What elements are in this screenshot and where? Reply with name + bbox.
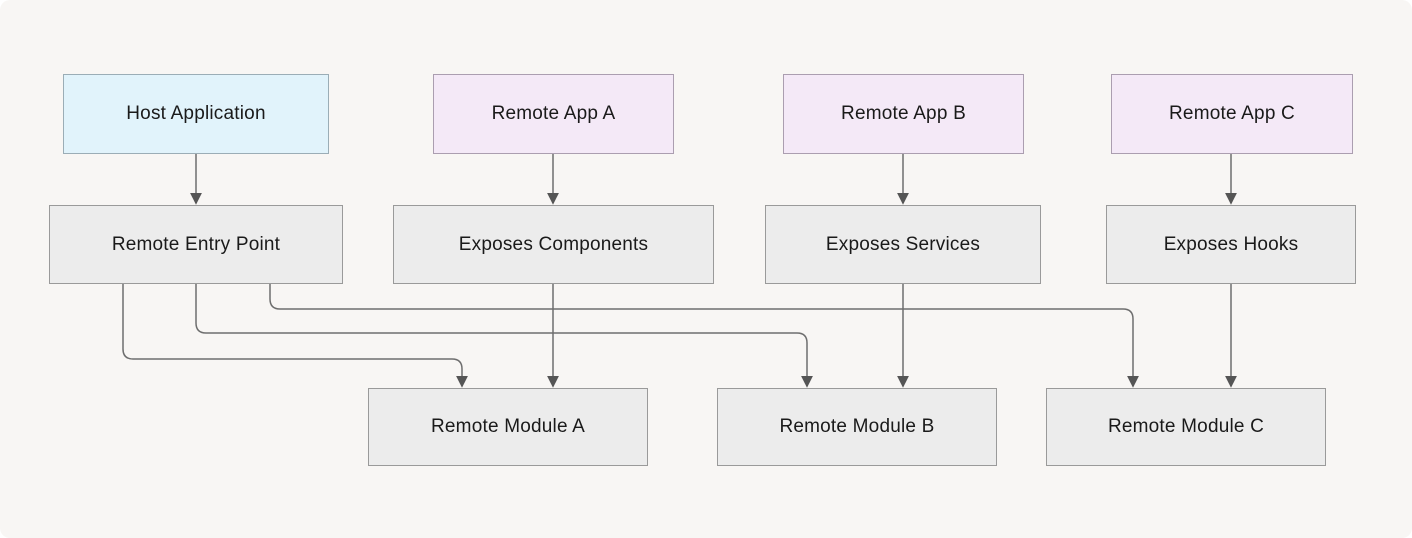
node-exposes-components: Exposes Components bbox=[393, 205, 714, 284]
node-exposes-components-label: Exposes Components bbox=[458, 233, 649, 255]
node-remote-module-a-label: Remote Module A bbox=[430, 416, 586, 437]
node-exposes-services-label: Exposes Services bbox=[825, 233, 981, 255]
node-remote-module-b: Remote Module B bbox=[717, 388, 997, 466]
node-remote-app-a: Remote App A bbox=[433, 74, 674, 154]
node-host-application-label: Host Application bbox=[126, 103, 266, 124]
edge-entry-to-module-c bbox=[269, 284, 1139, 388]
node-remote-module-a: Remote Module A bbox=[368, 388, 648, 466]
node-remote-module-b-label: Remote Module B bbox=[779, 416, 935, 437]
node-exposes-hooks-label: Exposes Hooks bbox=[1163, 233, 1299, 255]
node-exposes-services: Exposes Services bbox=[765, 205, 1041, 284]
node-remote-app-a-label: Remote App A bbox=[491, 103, 616, 124]
node-remote-app-c-label: Remote App C bbox=[1169, 103, 1295, 124]
edge-entry-to-module-a bbox=[122, 284, 468, 388]
node-remote-entry-point-label: Remote Entry Point bbox=[111, 233, 281, 255]
node-remote-module-c-label: Remote Module C bbox=[1107, 416, 1265, 437]
edge-entry-to-module-b bbox=[195, 284, 813, 388]
node-remote-app-b: Remote App B bbox=[783, 74, 1024, 154]
node-remote-app-b-label: Remote App B bbox=[841, 103, 966, 124]
node-remote-app-c: Remote App C bbox=[1111, 74, 1353, 154]
node-remote-module-c: Remote Module C bbox=[1046, 388, 1326, 466]
node-exposes-hooks: Exposes Hooks bbox=[1106, 205, 1356, 284]
node-remote-entry-point: Remote Entry Point bbox=[49, 205, 343, 284]
node-host-application: Host Application bbox=[63, 74, 329, 154]
